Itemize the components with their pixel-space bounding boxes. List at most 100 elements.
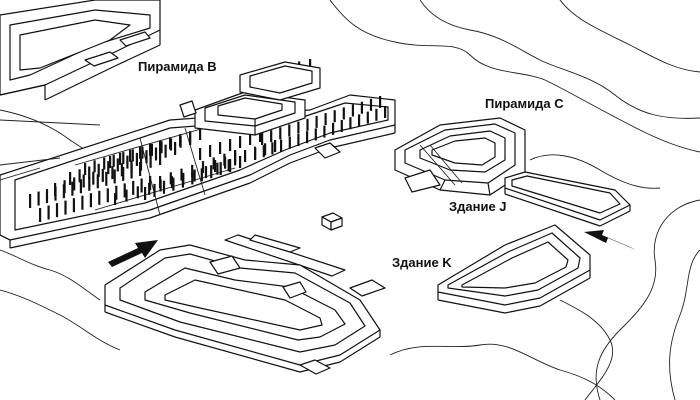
column bbox=[209, 145, 212, 157]
column bbox=[64, 200, 67, 215]
column bbox=[201, 161, 205, 174]
column bbox=[170, 176, 173, 189]
column bbox=[162, 180, 166, 194]
column bbox=[274, 140, 277, 152]
column bbox=[193, 169, 196, 182]
column bbox=[47, 205, 50, 220]
building-k bbox=[437, 224, 591, 314]
column bbox=[324, 113, 327, 126]
column bbox=[119, 152, 122, 165]
column bbox=[306, 118, 309, 131]
column bbox=[73, 177, 76, 191]
column bbox=[92, 171, 95, 185]
column bbox=[29, 194, 32, 208]
column bbox=[204, 166, 208, 179]
column bbox=[106, 188, 109, 203]
column bbox=[309, 59, 312, 68]
column bbox=[39, 208, 42, 222]
column bbox=[149, 143, 152, 156]
column bbox=[72, 198, 75, 213]
column bbox=[216, 162, 219, 175]
column bbox=[98, 190, 101, 205]
column bbox=[97, 163, 100, 177]
column bbox=[323, 125, 326, 138]
column bbox=[351, 104, 354, 117]
column bbox=[297, 134, 300, 146]
column bbox=[63, 180, 66, 194]
column bbox=[114, 193, 117, 205]
column bbox=[234, 153, 237, 166]
column bbox=[332, 122, 335, 135]
column bbox=[297, 121, 300, 134]
column bbox=[37, 191, 40, 206]
column bbox=[244, 150, 247, 162]
central-small-structure bbox=[321, 212, 343, 231]
column bbox=[172, 177, 175, 191]
column bbox=[105, 171, 108, 186]
column bbox=[360, 101, 363, 114]
column bbox=[229, 159, 232, 172]
column bbox=[96, 174, 99, 189]
column bbox=[366, 111, 369, 124]
column bbox=[199, 148, 202, 160]
arrow-left-icon bbox=[108, 240, 158, 267]
column bbox=[122, 166, 125, 181]
column bbox=[136, 186, 139, 199]
column bbox=[126, 155, 129, 169]
column bbox=[239, 136, 242, 148]
pyramid-c bbox=[394, 117, 526, 196]
column bbox=[135, 152, 138, 166]
column bbox=[150, 143, 153, 156]
column bbox=[122, 152, 125, 165]
column bbox=[189, 131, 192, 144]
column bbox=[212, 157, 215, 170]
column bbox=[280, 139, 283, 152]
column bbox=[369, 98, 373, 111]
column bbox=[333, 110, 336, 123]
column bbox=[148, 182, 151, 195]
column bbox=[288, 124, 291, 137]
column bbox=[210, 165, 213, 179]
column bbox=[153, 183, 156, 197]
column bbox=[227, 159, 230, 172]
column bbox=[132, 180, 135, 195]
column bbox=[200, 168, 203, 182]
column bbox=[123, 183, 126, 198]
column bbox=[111, 166, 114, 180]
column bbox=[79, 179, 82, 194]
column bbox=[159, 140, 162, 153]
column bbox=[219, 142, 222, 154]
column bbox=[69, 172, 72, 185]
column bbox=[109, 156, 112, 168]
column bbox=[144, 187, 147, 200]
column bbox=[340, 120, 343, 132]
column bbox=[81, 195, 84, 210]
column bbox=[154, 147, 158, 161]
column bbox=[113, 169, 116, 184]
column bbox=[279, 127, 282, 140]
column bbox=[159, 152, 162, 165]
column bbox=[84, 163, 87, 175]
column bbox=[254, 148, 257, 160]
column bbox=[288, 136, 291, 149]
column bbox=[159, 179, 162, 192]
column bbox=[71, 181, 74, 196]
column bbox=[199, 128, 202, 140]
column bbox=[103, 157, 106, 170]
column bbox=[88, 166, 91, 180]
column bbox=[264, 143, 267, 156]
column bbox=[129, 149, 132, 162]
column bbox=[145, 150, 148, 164]
arrow-right-icon bbox=[584, 230, 636, 250]
column bbox=[224, 156, 227, 169]
column bbox=[191, 171, 194, 185]
column bbox=[89, 193, 92, 208]
column bbox=[93, 160, 96, 173]
column bbox=[219, 162, 222, 176]
column bbox=[229, 139, 232, 151]
column bbox=[45, 189, 49, 204]
column bbox=[375, 108, 378, 121]
column bbox=[88, 176, 91, 191]
column bbox=[262, 145, 265, 158]
